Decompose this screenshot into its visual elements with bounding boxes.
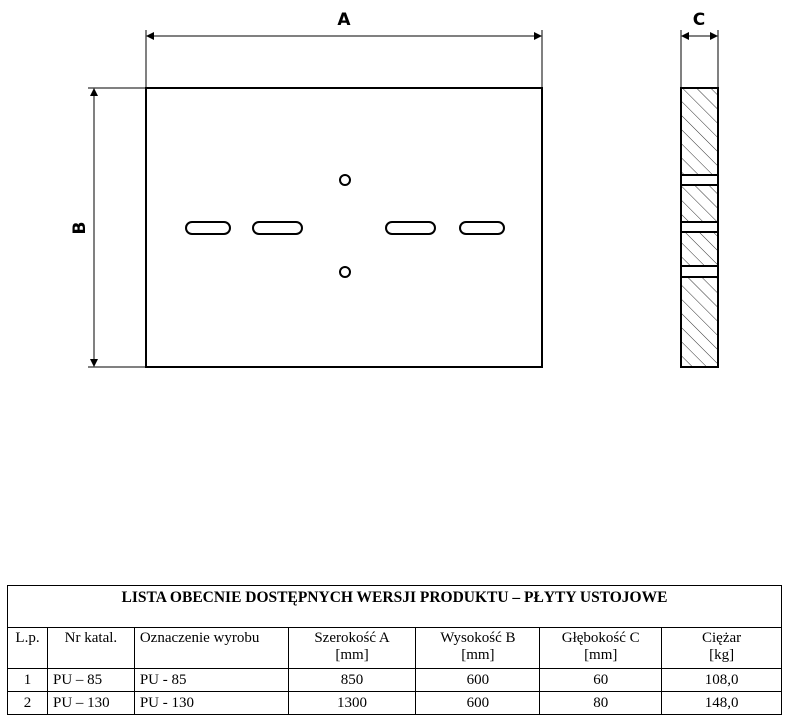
cell-glebokosc: 60	[539, 668, 663, 692]
label-b: B	[70, 222, 90, 235]
header-oznaczenie: Oznaczenie wyrobu	[133, 627, 289, 669]
header-nr-katal: Nr katal.	[46, 627, 135, 669]
cell-szerokosc: 850	[287, 668, 417, 692]
cell-oznaczenie: PU - 85	[133, 668, 289, 692]
slot	[385, 221, 436, 235]
label-a: A	[337, 10, 351, 30]
cell-oznaczenie: PU - 130	[133, 691, 289, 715]
cell-nr-katal: PU – 85	[46, 668, 135, 692]
header-ciezar: Ciężar[kg]	[661, 627, 782, 669]
table-row: 1 PU – 85 PU - 85 850 600 60 108,0	[7, 668, 782, 692]
slot	[459, 221, 505, 235]
slot	[185, 221, 231, 235]
cell-szerokosc: 1300	[287, 691, 417, 715]
dimension-c: C	[680, 10, 719, 88]
plate-front-view	[145, 87, 543, 368]
dimension-a: A	[145, 10, 543, 88]
cell-glebokosc: 80	[539, 691, 663, 715]
header-glebokosc: Głębokość C[mm]	[539, 627, 663, 669]
header-szerokosc: Szerokość A[mm]	[287, 627, 417, 669]
table-row: 2 PU – 130 PU - 130 1300 600 80 148,0	[7, 691, 782, 715]
hole	[339, 266, 351, 278]
cell-ciezar: 108,0	[661, 668, 782, 692]
hole	[339, 174, 351, 186]
cell-ciezar: 148,0	[661, 691, 782, 715]
product-versions-table: LISTA OBECNIE DOSTĘPNYCH WERSJI PRODUKTU…	[7, 585, 782, 715]
plate-side-section	[680, 87, 719, 368]
dimension-b: B	[70, 87, 146, 368]
cell-lp: 1	[7, 668, 48, 692]
cell-nr-katal: PU – 130	[46, 691, 135, 715]
cell-wysokosc: 600	[415, 668, 541, 692]
technical-drawing: A B C	[70, 10, 719, 368]
header-lp: L.p.	[7, 627, 48, 669]
header-wysokosc: Wysokość B[mm]	[415, 627, 541, 669]
slot	[252, 221, 303, 235]
table-header-row: L.p. Nr katal. Oznaczenie wyrobu Szeroko…	[7, 627, 782, 669]
label-c: C	[693, 10, 705, 30]
cell-lp: 2	[7, 691, 48, 715]
table-title: LISTA OBECNIE DOSTĘPNYCH WERSJI PRODUKTU…	[7, 585, 782, 628]
cell-wysokosc: 600	[415, 691, 541, 715]
